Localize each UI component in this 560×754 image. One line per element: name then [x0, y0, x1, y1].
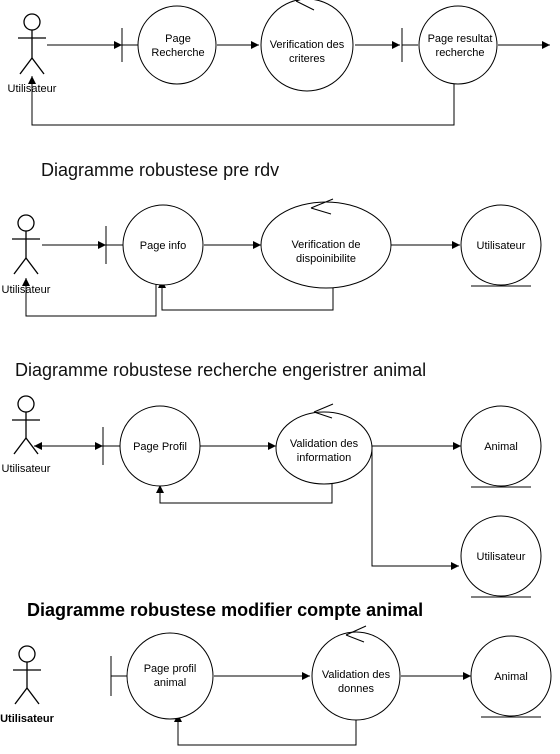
node-label: dispoinibilite	[296, 253, 356, 265]
return-arrow	[22, 278, 157, 317]
entity-object	[460, 515, 542, 598]
node-label: Recherche	[151, 47, 204, 59]
node-label: criteres	[289, 53, 326, 65]
node-label: Validation des	[290, 438, 359, 450]
actor-label: Utilisateur	[2, 463, 51, 475]
entity-object	[470, 635, 552, 718]
control-object	[275, 403, 373, 485]
node-label: Utilisateur	[477, 551, 526, 563]
node-label: Animal	[484, 441, 518, 453]
diagram-4: Utilisateur Page profil animal Validatio…	[0, 625, 552, 746]
node-label: information	[297, 452, 351, 464]
boundary-object	[102, 405, 201, 487]
actor-stick-figure	[12, 214, 40, 275]
actor-stick-figure	[18, 13, 46, 75]
return-arrow	[158, 280, 334, 311]
boundary-object	[105, 204, 204, 286]
node-label: Validation des	[322, 669, 391, 681]
node-label: Utilisateur	[477, 240, 526, 252]
diagram-title: Diagramme robustese modifier compte anim…	[27, 600, 423, 620]
boundary-object	[110, 632, 214, 720]
node-label: Page profil	[144, 663, 197, 675]
flow-arrow	[371, 446, 459, 570]
entity-object	[460, 204, 542, 287]
entity-object	[460, 405, 542, 488]
node-label: animal	[154, 677, 186, 689]
control-object	[260, 198, 392, 289]
boundary-object	[401, 5, 498, 85]
node-label: donnes	[338, 683, 375, 695]
node-label: Page	[165, 33, 191, 45]
diagram-title: Diagramme robustese recherche engeristre…	[15, 360, 426, 380]
boundary-object	[121, 5, 217, 85]
node-label: recherche	[436, 47, 485, 59]
node-label: Animal	[494, 671, 528, 683]
diagram-2: Utilisateur Page info Verification de di…	[2, 198, 542, 317]
actor-label: Utilisateur	[0, 713, 55, 725]
node-label: Verification des	[270, 39, 345, 51]
return-arrow	[174, 714, 357, 746]
control-object	[311, 625, 401, 721]
actor-stick-figure	[12, 395, 40, 455]
return-arrow	[156, 482, 333, 504]
node-label: Page info	[140, 240, 186, 252]
actor-stick-figure	[13, 645, 41, 705]
control-object	[260, 0, 354, 92]
node-label: Page Profil	[133, 441, 187, 453]
return-arrow	[28, 76, 455, 126]
node-label: Page resultat	[428, 33, 493, 45]
diagram-title: Diagramme robustese pre rdv	[41, 160, 279, 180]
diagram-3: Utilisateur Page Profil Validation des i…	[2, 395, 542, 598]
node-label: Verification de	[291, 239, 360, 251]
diagram-1: Utilisateur Page Recherche Verification …	[8, 0, 550, 126]
